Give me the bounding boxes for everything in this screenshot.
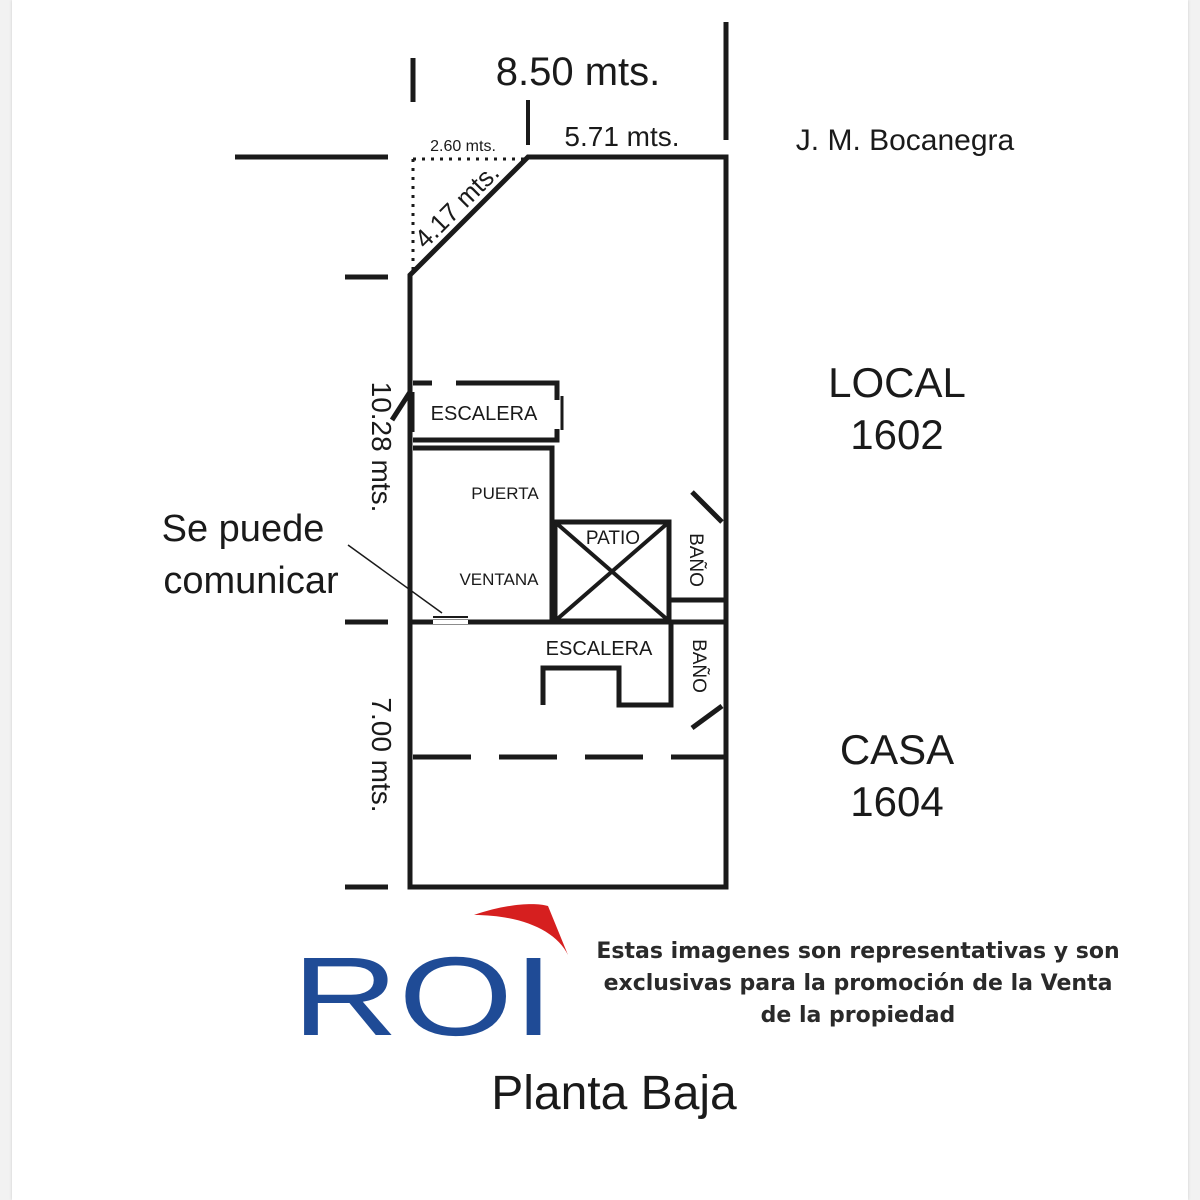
room-ventana: VENTANA bbox=[459, 570, 539, 589]
patio-x bbox=[553, 520, 671, 623]
document-sheet bbox=[12, 0, 1188, 1200]
casa-number: 1604 bbox=[850, 778, 943, 825]
note-line-2: comunicar bbox=[163, 560, 339, 602]
dim-front-right: 5.71 mts. bbox=[564, 121, 679, 152]
bano-upper-wall bbox=[666, 522, 726, 603]
dim-total-width: 8.50 mts. bbox=[496, 50, 661, 94]
room-patio: PATIO bbox=[586, 528, 640, 549]
casa-name: CASA bbox=[840, 726, 954, 773]
corner-dotted-guide bbox=[411, 157, 526, 272]
bano-upper-door bbox=[690, 490, 724, 524]
room-escalera-upper: ESCALERA bbox=[431, 403, 538, 425]
logo-text: ROI bbox=[292, 934, 554, 1059]
interior-wall bbox=[413, 445, 555, 622]
room-puerta: PUERTA bbox=[471, 484, 539, 503]
street-label: J. M. Bocanegra bbox=[796, 124, 1015, 157]
dim-diagonal: 4.17 mts. bbox=[408, 157, 505, 254]
outer-wall bbox=[407, 154, 729, 890]
local-number: 1602 bbox=[850, 411, 943, 458]
room-bano-lower: BAÑO bbox=[688, 639, 710, 693]
logo-accent-swoosh bbox=[474, 904, 568, 955]
dim-local-depth: 10.28 mts. bbox=[366, 382, 397, 513]
plan-title: Planta Baja bbox=[491, 1067, 737, 1120]
note-line-1: Se puede bbox=[162, 508, 325, 550]
room-bano-upper: BAÑO bbox=[685, 533, 707, 587]
dim-corner-cut: 2.60 mts. bbox=[430, 138, 496, 155]
escalera-lower-shape bbox=[540, 622, 674, 708]
note-leader-line bbox=[347, 544, 443, 614]
local-name: LOCAL bbox=[828, 359, 966, 406]
bano-lower-door bbox=[690, 703, 724, 731]
dim-casa-depth: 7.00 mts. bbox=[366, 697, 397, 812]
escalera-upper-outline bbox=[413, 380, 560, 443]
room-escalera-lower: ESCALERA bbox=[546, 638, 653, 660]
roi-logo: ROI bbox=[292, 904, 568, 1059]
disclaimer-text: Estas imagenes son representativas y son… bbox=[596, 939, 1120, 1028]
door-swing bbox=[389, 390, 413, 422]
